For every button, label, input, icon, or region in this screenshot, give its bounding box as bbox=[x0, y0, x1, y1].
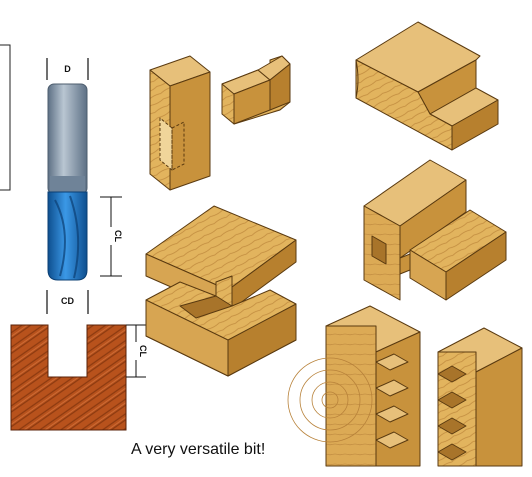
caption-text: A very versatile bit! bbox=[131, 441, 266, 458]
tongue-and-groove-joint bbox=[363, 159, 507, 301]
cutting-diameter-dimension: CD bbox=[46, 290, 89, 314]
groove-depth-dimension: CL bbox=[126, 324, 148, 378]
cutting-diameter-label: CD bbox=[61, 296, 74, 306]
mortise-and-tenon-joint bbox=[149, 55, 291, 191]
diameter-label: D bbox=[64, 64, 71, 74]
dado-joint bbox=[145, 205, 297, 377]
bit-flute bbox=[47, 191, 88, 281]
diameter-dimension: D bbox=[46, 58, 89, 80]
left-frame-edge bbox=[0, 44, 11, 191]
rabbet-joint bbox=[355, 21, 499, 151]
finger-joint bbox=[287, 305, 523, 467]
grooved-workpiece: CL bbox=[10, 324, 148, 431]
cutting-length-dimension: CL bbox=[100, 196, 123, 277]
bit-collar bbox=[50, 176, 85, 194]
groove-depth-label: CL bbox=[138, 345, 148, 357]
router-bit-illustration: D CL CD bbox=[46, 58, 123, 314]
cutting-length-label: CL bbox=[113, 230, 123, 242]
